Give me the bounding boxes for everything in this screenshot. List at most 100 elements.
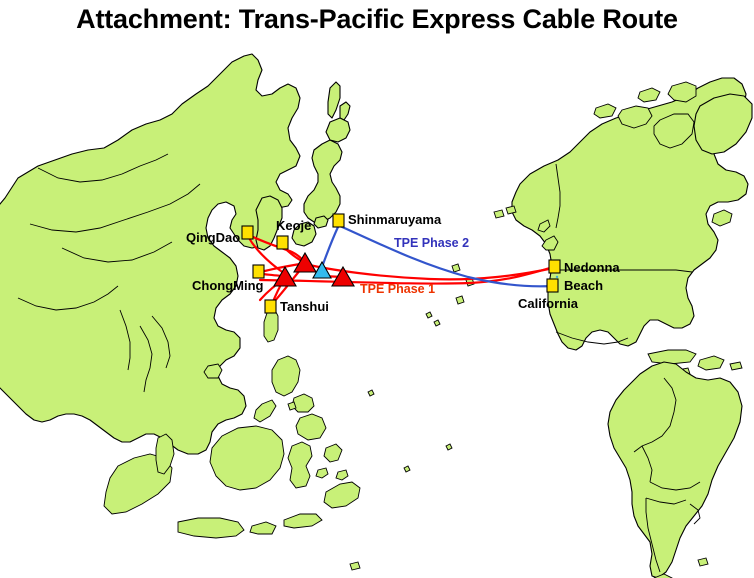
us-canada-border: [556, 269, 693, 273]
label-chongming: ChongMing: [192, 278, 264, 293]
mongolia-border: [37, 153, 169, 183]
queen-charlotte: [537, 219, 551, 233]
greenland: [693, 93, 753, 155]
hispaniola: [697, 355, 725, 371]
arctic-isle-1: [593, 103, 617, 119]
tierra-del-fuego: [653, 573, 673, 578]
cuba: [647, 349, 697, 365]
station-marker-tanshui[interactable]: [264, 299, 277, 314]
eurasia-body: [0, 53, 301, 455]
philippines-mindanao: [295, 413, 327, 441]
north-america-body: [511, 77, 749, 351]
pacific-dot-2: [445, 443, 453, 451]
argentina-chile-border: [645, 498, 661, 573]
peru-bolivia-border: [641, 445, 653, 483]
label-beach: Beach: [564, 278, 603, 293]
red-triangle-icon-bu-3[interactable]: [331, 265, 355, 287]
philippines-luzon: [271, 355, 301, 397]
route-phase2-trunk: [338, 224, 554, 288]
japan-islands: [291, 81, 351, 247]
thailand-border: [139, 325, 153, 393]
brazil-south-border: [649, 481, 701, 491]
tasmania: [349, 561, 361, 571]
label-keoje: Keoje: [276, 218, 311, 233]
label-nedonna: Nedonna: [564, 260, 620, 275]
us-mexico-border: [555, 331, 629, 345]
landing-station-markers: [241, 213, 561, 314]
route-qingdao-branch: [247, 236, 287, 276]
new-guinea-west: [323, 481, 361, 509]
vancouver-island: [541, 235, 559, 251]
sakhalin: [327, 81, 341, 119]
route-phase1-trunk: [258, 265, 556, 285]
station-marker-shinmaruyama[interactable]: [332, 213, 345, 228]
label-tpe-phase-1: TPE Phase 1: [360, 282, 435, 296]
myanmar-border: [119, 309, 131, 371]
southeast-asia-islands: [103, 307, 361, 539]
north-america-landmass: [493, 77, 753, 377]
station-marker-california[interactable]: [546, 278, 559, 293]
aleutian-1: [505, 205, 517, 215]
blue-triangle-icon-bu-blue[interactable]: [312, 260, 332, 279]
sumatra: [103, 453, 173, 515]
java: [177, 517, 245, 539]
lesser-sunda-1: [249, 521, 277, 535]
korea-peninsula: [255, 195, 283, 251]
hawaii-1: [425, 311, 433, 319]
station-marker-keoje[interactable]: [276, 235, 289, 250]
map-canvas: QingDao Keoje Shinmaruyama ChongMing Tan…: [0, 48, 754, 578]
small-isle-c: [287, 401, 297, 411]
brazil-west-border: [633, 411, 675, 453]
station-marker-qingdao[interactable]: [241, 225, 254, 240]
red-triangle-icon-bu-2[interactable]: [273, 265, 297, 287]
hainan: [203, 363, 223, 379]
inner-china-border: [61, 241, 173, 263]
label-tanshui: Tanshui: [280, 299, 329, 314]
south-america-body: [607, 361, 743, 578]
station-marker-chongming[interactable]: [252, 264, 265, 279]
philippines-palawan: [253, 399, 277, 423]
map-labels: QingDao Keoje Shinmaruyama ChongMing Tan…: [186, 212, 620, 314]
hokkaido: [325, 117, 351, 143]
label-california: California: [518, 296, 579, 311]
colombia-venezuela-border: [663, 377, 677, 413]
red-triangle-icon-bu-1[interactable]: [293, 251, 317, 273]
hawaii-2: [433, 319, 441, 327]
ellesmere: [667, 81, 697, 103]
aleutian-2: [493, 209, 505, 219]
micronesia-1: [451, 263, 461, 273]
route-phase1-upper: [303, 262, 556, 281]
victoria-island: [617, 105, 653, 129]
misc-land-fragments: [349, 561, 361, 571]
arctic-isle-2: [637, 87, 661, 103]
asia-landmass: [0, 53, 301, 455]
page-title: Attachment: Trans-Pacific Express Cable …: [76, 4, 678, 34]
japan-shikoku: [313, 215, 329, 229]
korea-shape: [255, 195, 283, 251]
pacific-dot-1: [403, 465, 411, 473]
falkland-islands: [697, 557, 709, 567]
label-tpe-phase-2: TPE Phase 2: [394, 236, 469, 250]
world-map-svg: QingDao Keoje Shinmaruyama ChongMing Tan…: [0, 48, 754, 578]
label-qingdao: QingDao: [186, 230, 240, 245]
newfoundland: [711, 209, 733, 227]
sulawesi: [287, 441, 313, 489]
pacific-dot-3: [367, 389, 375, 397]
china-north-border: [29, 183, 201, 233]
alaska-canada-border: [555, 163, 561, 229]
small-isle-b: [335, 469, 349, 481]
lesser-sunda-2: [283, 513, 323, 529]
uruguay-border: [689, 503, 701, 525]
malay-peninsula: [155, 433, 175, 475]
small-isle-a: [315, 467, 329, 479]
japan-kyushu: [291, 221, 317, 247]
micronesia-3: [455, 295, 465, 305]
south-america-landmass: [607, 361, 743, 578]
station-marker-nedonna-beach[interactable]: [548, 259, 561, 274]
indochina-border: [151, 315, 171, 369]
label-shinmaruyama: Shinmaruyama: [348, 212, 442, 227]
india-border: [17, 285, 119, 311]
argentina-north-border: [645, 497, 687, 505]
halmahera: [323, 443, 343, 463]
